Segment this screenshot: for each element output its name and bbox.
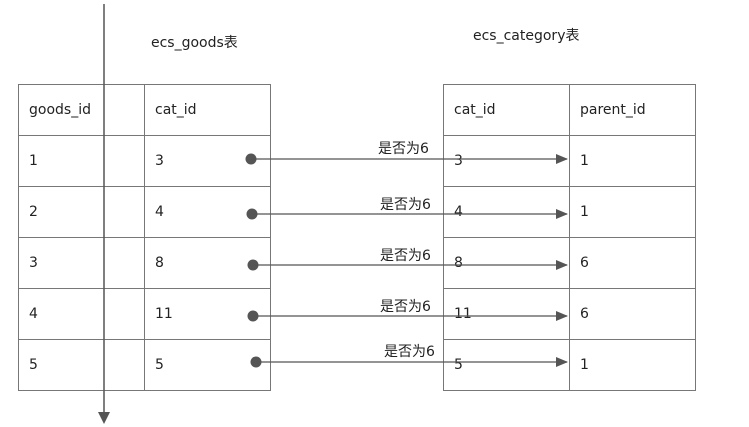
scan-direction-arrowhead-icon bbox=[98, 412, 110, 424]
left-table-ecs-goods: goods_id cat_id 1 3 2 4 3 8 4 11 5 5 bbox=[18, 84, 271, 391]
table-row: 3 1 bbox=[443, 135, 696, 187]
table-row: 4 11 bbox=[18, 288, 271, 340]
right-cell-cat-id: 3 bbox=[443, 135, 570, 187]
table-row: 11 6 bbox=[443, 288, 696, 340]
left-cell-goods-id: 3 bbox=[18, 237, 145, 289]
table-row: 5 1 bbox=[443, 339, 696, 391]
right-cell-parent-id: 1 bbox=[569, 135, 696, 187]
left-cell-goods-id: 5 bbox=[18, 339, 145, 391]
table-row: 3 8 bbox=[18, 237, 271, 289]
table-row: 5 5 bbox=[18, 339, 271, 391]
left-cell-goods-id: 4 bbox=[18, 288, 145, 340]
right-cell-cat-id: 5 bbox=[443, 339, 570, 391]
connector-condition-label: 是否为6 bbox=[384, 344, 435, 360]
left-table-title: ecs_goods表 bbox=[151, 35, 238, 51]
right-cell-parent-id: 6 bbox=[569, 237, 696, 289]
left-table-header-row: goods_id cat_id bbox=[18, 84, 271, 136]
left-cell-goods-id: 2 bbox=[18, 186, 145, 238]
table-row: 4 1 bbox=[443, 186, 696, 238]
connector-condition-label: 是否为6 bbox=[380, 299, 431, 315]
right-cell-parent-id: 1 bbox=[569, 339, 696, 391]
left-cell-cat-id: 5 bbox=[144, 339, 271, 391]
connector-condition-label: 是否为6 bbox=[380, 248, 431, 264]
right-table-ecs-category: cat_id parent_id 3 1 4 1 8 6 11 6 5 1 bbox=[443, 84, 696, 391]
table-row: 1 3 bbox=[18, 135, 271, 187]
right-cell-parent-id: 6 bbox=[569, 288, 696, 340]
right-table-title: ecs_category表 bbox=[473, 28, 580, 44]
right-cell-cat-id: 4 bbox=[443, 186, 570, 238]
connectors: 是否为6 是否为6 是否为6 是否为6 是否为6 bbox=[245, 141, 568, 368]
connector-condition-label: 是否为6 bbox=[378, 141, 429, 157]
left-header-goods-id: goods_id bbox=[18, 84, 145, 136]
connector-condition-label: 是否为6 bbox=[380, 197, 431, 213]
right-cell-parent-id: 1 bbox=[569, 186, 696, 238]
